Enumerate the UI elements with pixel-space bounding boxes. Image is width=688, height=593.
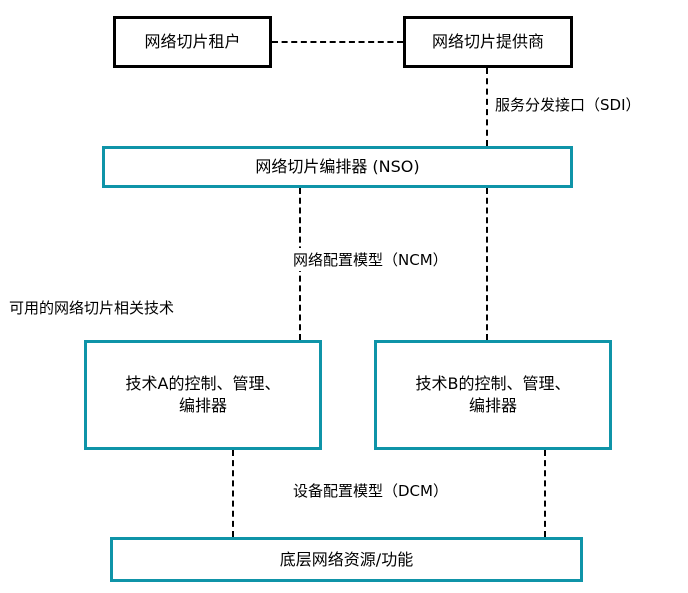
node-network-slice-provider-label: 网络切片提供商 <box>431 32 544 52</box>
node-technology-b-controller: 技术B的控制、管理、 编排器 <box>374 340 612 450</box>
node-network-slice-orchestrator: 网络切片编排器 (NSO) <box>102 146 573 188</box>
node-technology-b-controller-label: 技术B的控制、管理、 编排器 <box>415 374 571 415</box>
node-underlying-network-resources-label: 底层网络资源/功能 <box>279 549 414 569</box>
node-network-slice-tenant-label: 网络切片租户 <box>144 32 241 52</box>
edge-label-sdi: 服务分发接口（SDI） <box>492 93 644 116</box>
node-network-slice-orchestrator-label: 网络切片编排器 (NSO) <box>255 157 420 177</box>
node-network-slice-provider: 网络切片提供商 <box>403 16 573 68</box>
edge-nso-tech-b-line <box>486 188 488 340</box>
label-available-technologies: 可用的网络切片相关技术 <box>9 299 175 317</box>
edge-label-dcm: 设备配置模型（DCM） <box>290 479 451 502</box>
node-network-slice-tenant: 网络切片租户 <box>113 16 272 68</box>
node-technology-a-controller-label: 技术A的控制、管理、 编排器 <box>125 374 281 415</box>
node-technology-a-controller: 技术A的控制、管理、 编排器 <box>84 340 322 450</box>
edge-label-ncm: 网络配置模型（NCM） <box>290 248 451 271</box>
edge-tech-a-resources-line <box>232 450 234 537</box>
edge-provider-nso-line <box>486 68 488 146</box>
edge-tenant-provider-line <box>272 41 403 43</box>
edge-tech-b-resources-line <box>544 450 546 537</box>
node-underlying-network-resources: 底层网络资源/功能 <box>110 537 583 582</box>
